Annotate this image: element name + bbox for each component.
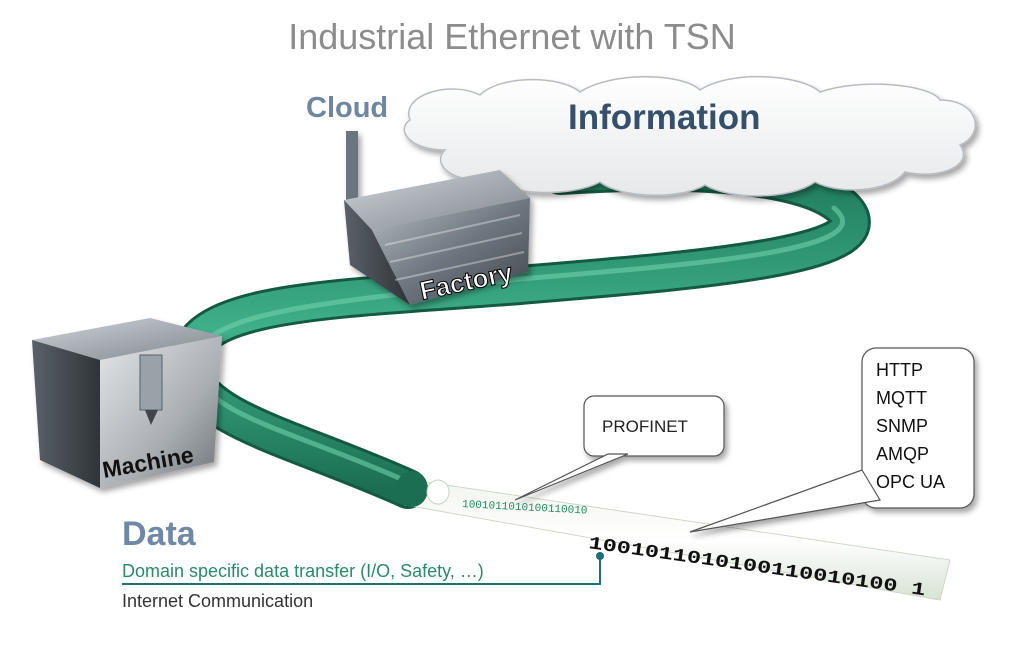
- information-label: Information: [568, 98, 761, 137]
- profinet-callout: [514, 395, 725, 501]
- factory-chimney: [346, 131, 358, 201]
- connector-dot: [596, 552, 604, 560]
- domain-specific-text: Domain specific data transfer (I/O, Safe…: [122, 561, 484, 581]
- machine-block: [32, 318, 222, 488]
- protocol-snmp: SNMP: [876, 416, 929, 436]
- fiber-strand: [396, 471, 951, 601]
- protocol-http: HTTP: [876, 360, 923, 380]
- fiber-core: [426, 479, 450, 505]
- profinet-label: PROFINET: [602, 417, 688, 436]
- machine-spindle: [139, 354, 163, 411]
- data-heading: Data: [122, 515, 196, 553]
- factory-block: [344, 131, 530, 305]
- protocol-opcua: OPC UA: [876, 472, 946, 492]
- cable-end: [396, 471, 428, 507]
- domain-connector: [122, 556, 601, 585]
- protocol-mqtt: MQTT: [876, 388, 927, 408]
- protocol-amqp: AMQP: [876, 444, 930, 464]
- internet-communication-text: Internet Communication: [122, 591, 314, 611]
- diagram-title: Industrial Ethernet with TSN: [288, 16, 736, 57]
- protocols-callout: [689, 347, 975, 533]
- cloud-label: Cloud: [306, 92, 389, 124]
